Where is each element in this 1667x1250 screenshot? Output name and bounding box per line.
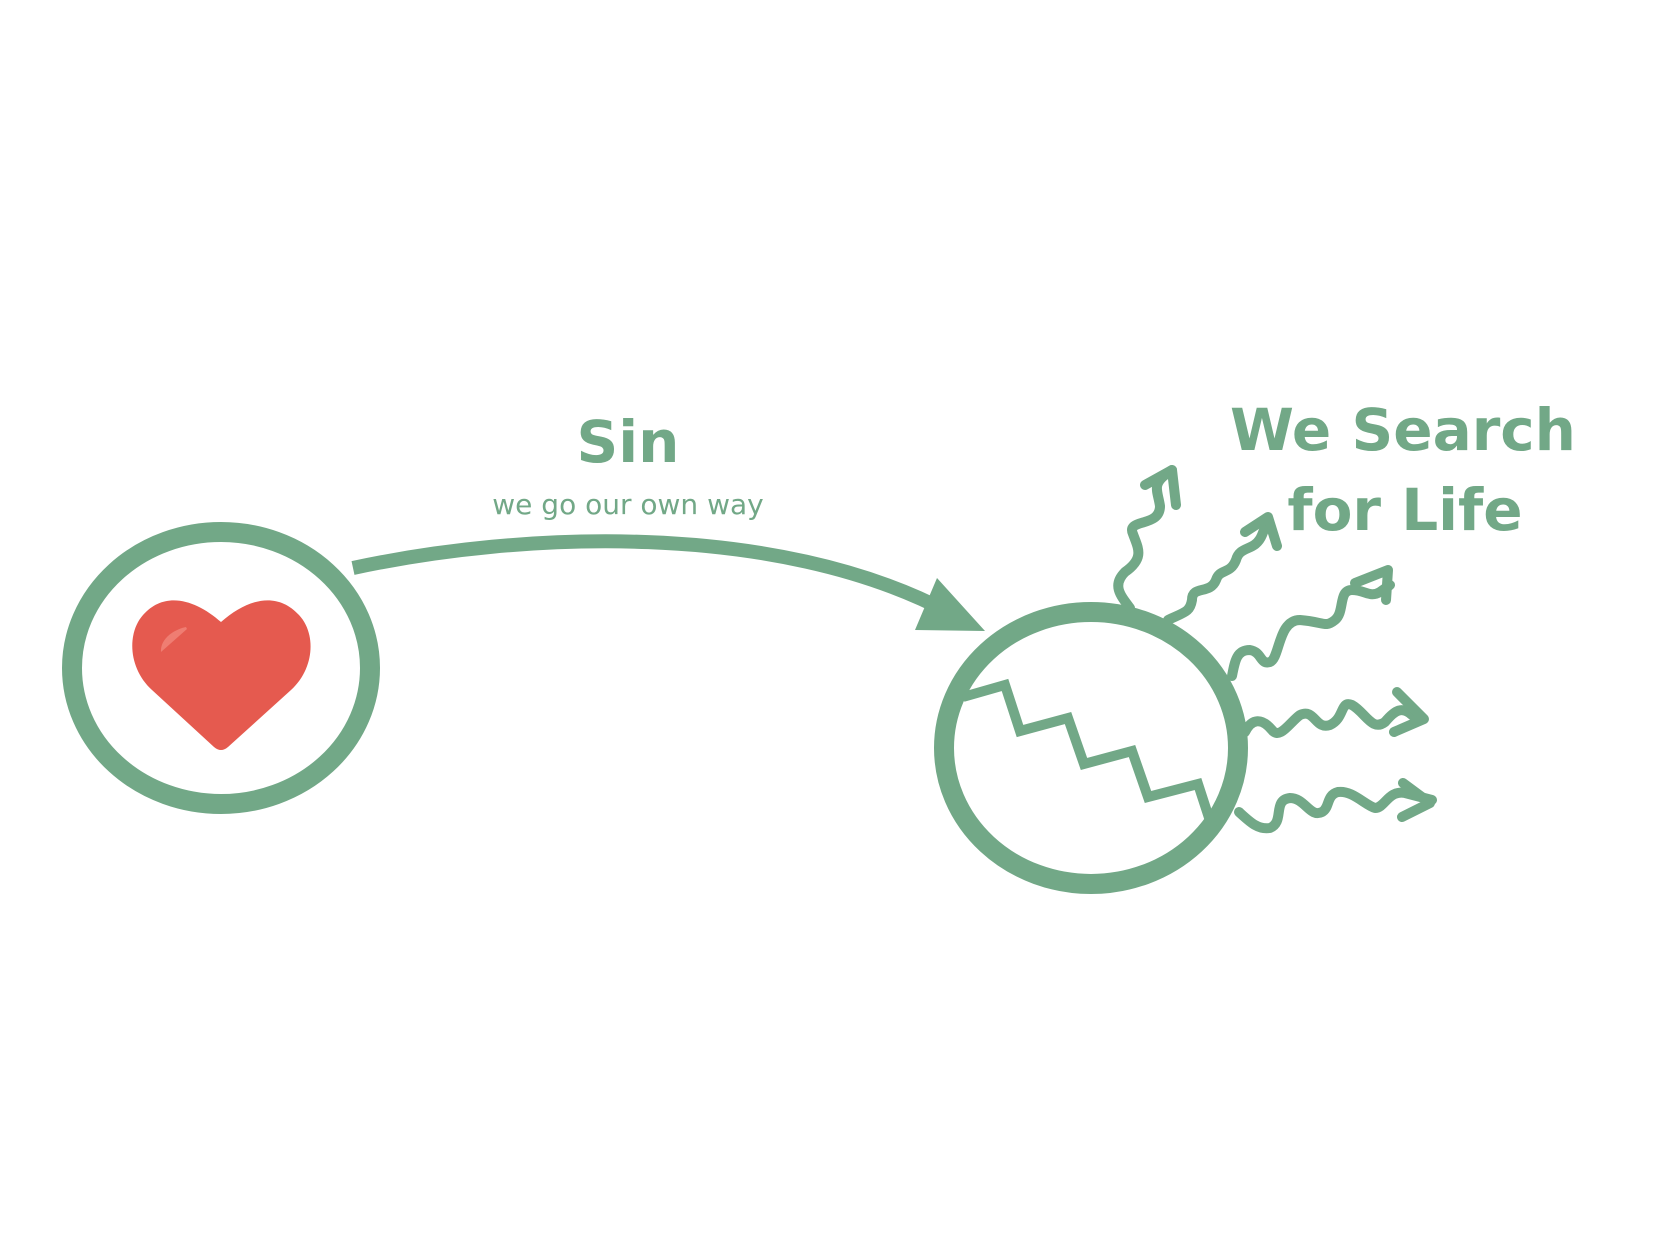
search-title-line2: for Life — [1287, 476, 1522, 544]
broken-circle — [934, 602, 1248, 894]
heart-circle — [62, 522, 380, 814]
squiggly-arrow-icon — [1163, 512, 1282, 625]
sin-title: Sin — [577, 408, 680, 476]
heart-icon — [132, 600, 311, 750]
squiggly-arrow-icon — [1234, 778, 1437, 834]
squiggly-arrow-icon — [1240, 687, 1429, 738]
squiggly-arrow-icon — [1227, 565, 1395, 681]
sin-subtitle: we go our own way — [492, 488, 763, 521]
squiggly-arrow-icon — [1113, 465, 1181, 613]
squiggly-arrows — [1113, 465, 1437, 834]
zigzag-crack — [961, 678, 1217, 829]
search-title-line1: We Search — [1230, 396, 1576, 464]
sin-arrow — [351, 534, 985, 631]
